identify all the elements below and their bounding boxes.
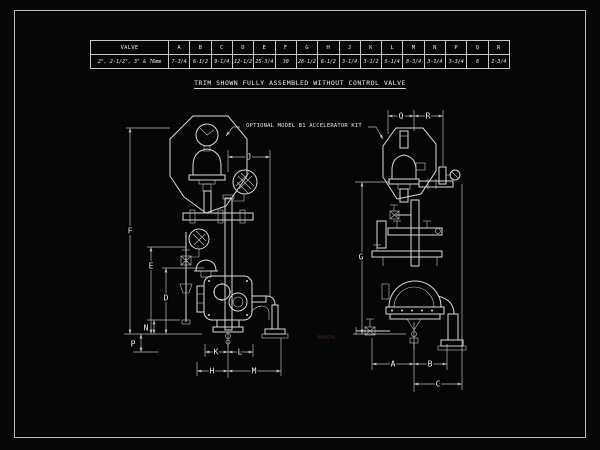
dim-label-F: F: [128, 227, 133, 236]
dim-value: 2-3/4: [487, 54, 511, 69]
dim-value: 9-1/4: [210, 54, 233, 69]
alarm-device: [194, 259, 218, 278]
drip-funnel-icon: [179, 283, 193, 294]
riser-pipe-right: [410, 199, 420, 267]
priming-valve-icon: [180, 249, 192, 266]
drain-piping-right: [355, 295, 467, 351]
drain-piping-left: [225, 295, 289, 348]
dim-label-R: R: [426, 112, 431, 121]
dim-value: 3-1/4: [338, 54, 361, 69]
priming-gauge-icon: [188, 228, 210, 250]
accelerator-gauge-icon: [195, 123, 219, 152]
dim-value: 3-1/4: [423, 54, 447, 69]
accelerator-bell: [188, 148, 226, 192]
trim-piping-left: [179, 169, 258, 331]
dim-value: 12-1/2: [231, 54, 255, 69]
left-dimension-lines: F E D N P J: [124, 127, 282, 378]
dim-label-H: H: [210, 367, 215, 376]
dim-label-L: L: [238, 348, 243, 357]
drawing-title: TRIM SHOWN FULLY ASSEMBLED WITHOUT CONTR…: [0, 79, 600, 89]
accelerator-assembly-right: [382, 127, 437, 203]
trim-valve-icon: [389, 204, 400, 220]
dim-label-C: C: [436, 380, 441, 389]
main-valve-right: [381, 280, 445, 350]
dim-label-J: J: [247, 153, 252, 162]
drawing-title-text: TRIM SHOWN FULLY ASSEMBLED WITHOUT CONTR…: [194, 79, 406, 89]
right-dimension-lines: Q R G A B C: [353, 110, 463, 392]
priming-line: [179, 228, 210, 325]
dim-label-N: N: [144, 324, 149, 333]
dim-label-K: K: [214, 348, 219, 357]
handhole-cover: [228, 292, 248, 312]
accelerator-octagon-side: [382, 127, 437, 200]
dim-label-Q: Q: [399, 112, 404, 121]
accelerator-gauge-side: [418, 166, 461, 189]
dim-value: 6-1/2: [317, 54, 340, 69]
system-pressure-gauge-icon: [232, 169, 258, 202]
accelerator-assembly-left: [169, 115, 248, 214]
dim-label-P: P: [131, 340, 136, 349]
accelerator-drop-pipe: [203, 190, 212, 214]
left-view: F E D N P J: [124, 115, 289, 378]
riser-pipe: [224, 197, 233, 331]
table-value-row: 2", 2-1/2", 3" & 76mm 7-3/4 6-1/2 9-1/4 …: [90, 54, 511, 69]
sight-tube: [376, 220, 387, 249]
accelerator-octagon: [169, 115, 248, 214]
annotation-leader-lines: [225, 126, 384, 140]
dim-label-E: E: [149, 262, 154, 271]
right-view: Q R G A B C: [353, 110, 467, 392]
dim-label-M: M: [252, 367, 257, 376]
footnote-text: 008KPA: [317, 335, 336, 341]
drain-valve-icon: [364, 318, 376, 336]
drain-hose: [250, 305, 270, 320]
dim-label-G: G: [359, 253, 364, 262]
dim-label-B: B: [428, 360, 433, 369]
trim-piping-right: [371, 199, 443, 267]
dim-label-D: D: [164, 294, 169, 303]
annotation-label: OPTIONAL MODEL B1 ACCELERATOR KIT: [246, 123, 362, 129]
dim-label-A: A: [391, 360, 396, 369]
dimension-table: VALVE A B C D E F G H J K L M N P Q R 2"…: [90, 40, 511, 69]
sheet-border: [14, 10, 586, 438]
valve-size-cell: 2", 2-1/2", 3" & 76mm: [90, 54, 169, 69]
dim-value: 3-3/4: [445, 54, 468, 69]
